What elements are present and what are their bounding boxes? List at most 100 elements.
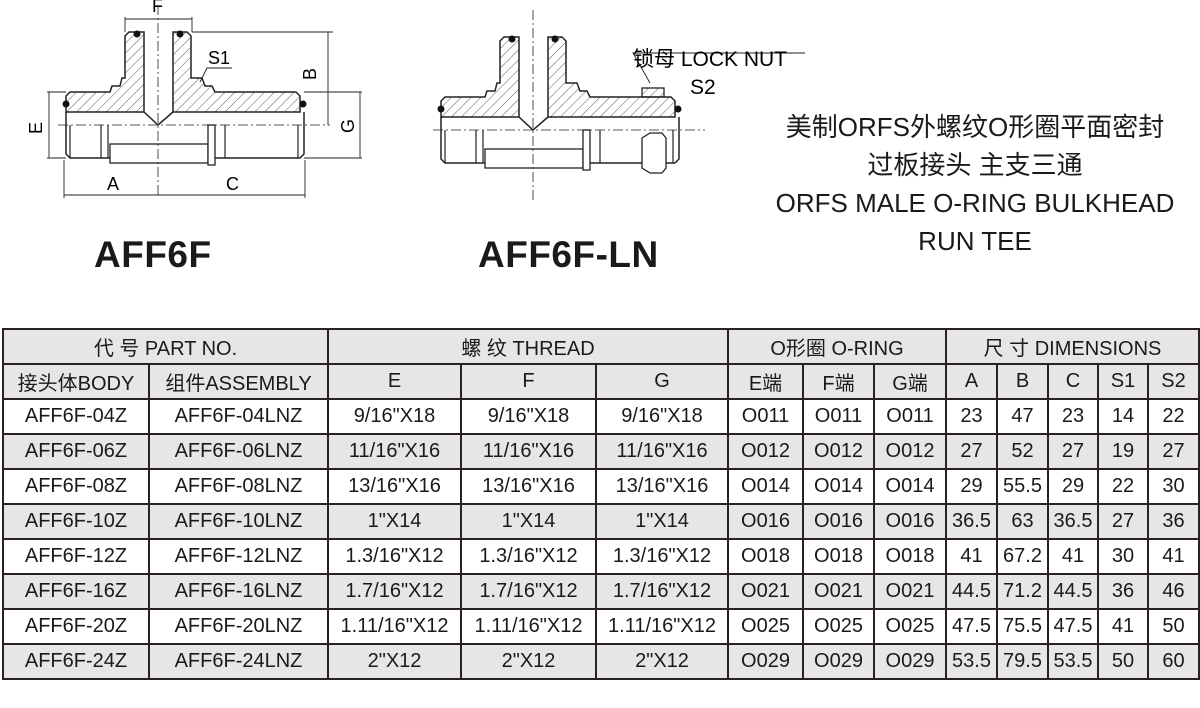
table-cell: 23 bbox=[945, 398, 998, 435]
table-cell: 30 bbox=[1147, 468, 1200, 505]
label-a: A bbox=[107, 174, 119, 194]
model-name-aff6f-ln: AFF6F-LN bbox=[478, 234, 659, 275]
table-cell: 9/16"X18 bbox=[327, 398, 462, 435]
lock-nut-label: 锁母 LOCK NUT bbox=[633, 48, 787, 71]
table-cell: O012 bbox=[802, 433, 875, 470]
table-cell: 13/16"X16 bbox=[595, 468, 729, 505]
table-cell: 9/16"X18 bbox=[460, 398, 597, 435]
table-cell: AFF6F-16Z bbox=[2, 573, 150, 610]
table-cell: AFF6F-20LNZ bbox=[148, 608, 329, 645]
table-cell: 29 bbox=[1047, 468, 1099, 505]
table-cell: 41 bbox=[1147, 538, 1200, 575]
table-cell: 11/16"X16 bbox=[595, 433, 729, 470]
title-en-line1: ORFS MALE O-RING BULKHEAD bbox=[775, 188, 1175, 218]
table-cell: 9/16"X18 bbox=[595, 398, 729, 435]
column-header: S1 bbox=[1097, 363, 1149, 400]
label-c: C bbox=[226, 174, 239, 194]
table-cell: O016 bbox=[727, 503, 804, 540]
table-cell: AFF6F-04Z bbox=[2, 398, 150, 435]
table-cell: AFF6F-08LNZ bbox=[148, 468, 329, 505]
title-zh-line2: 过板接头 主支三通 bbox=[867, 150, 1083, 180]
table-cell: O021 bbox=[727, 573, 804, 610]
table-cell: 1"X14 bbox=[595, 503, 729, 540]
table-cell: 47 bbox=[996, 398, 1049, 435]
table-cell: 79.5 bbox=[996, 643, 1049, 680]
table-cell: 19 bbox=[1097, 433, 1149, 470]
column-header: F bbox=[460, 363, 597, 400]
table-cell: 41 bbox=[1097, 608, 1149, 645]
column-header: B bbox=[996, 363, 1049, 400]
label-e: E bbox=[26, 122, 46, 134]
table-cell: AFF6F-06Z bbox=[2, 433, 150, 470]
header-dimensions: 尺 寸 DIMENSIONS bbox=[945, 328, 1200, 365]
table-cell: 1.7/16"X12 bbox=[460, 573, 597, 610]
table-cell: 27 bbox=[1047, 433, 1099, 470]
table-cell: 22 bbox=[1097, 468, 1149, 505]
table-cell: 36 bbox=[1147, 503, 1200, 540]
table-cell: O025 bbox=[802, 608, 875, 645]
drawing-aff6f: F S1 B G E A C bbox=[26, 0, 362, 198]
table-cell: 1"X14 bbox=[460, 503, 597, 540]
table-cell: O012 bbox=[873, 433, 947, 470]
header-oring: O形圈 O-RING bbox=[727, 328, 947, 365]
table-cell: AFF6F-24Z bbox=[2, 643, 150, 680]
column-header: C bbox=[1047, 363, 1099, 400]
table-cell: 52 bbox=[996, 433, 1049, 470]
table-cell: O029 bbox=[802, 643, 875, 680]
label-f: F bbox=[152, 0, 163, 16]
column-header: A bbox=[945, 363, 998, 400]
table-cell: O012 bbox=[727, 433, 804, 470]
table-cell: 30 bbox=[1097, 538, 1149, 575]
table-cell: O014 bbox=[873, 468, 947, 505]
table-cell: 50 bbox=[1097, 643, 1149, 680]
table-cell: 1.11/16"X12 bbox=[327, 608, 462, 645]
table-cell: O025 bbox=[873, 608, 947, 645]
table-cell: 53.5 bbox=[945, 643, 998, 680]
header-part-no: 代 号 PART NO. bbox=[2, 328, 329, 365]
table-cell: AFF6F-06LNZ bbox=[148, 433, 329, 470]
header-thread: 螺 纹 THREAD bbox=[327, 328, 729, 365]
table-cell: 71.2 bbox=[996, 573, 1049, 610]
table-cell: 1.3/16"X12 bbox=[460, 538, 597, 575]
table-cell: 22 bbox=[1147, 398, 1200, 435]
drawing-aff6f-ln bbox=[432, 9, 805, 201]
table-cell: 41 bbox=[945, 538, 998, 575]
table-cell: 1.7/16"X12 bbox=[327, 573, 462, 610]
table-cell: 1.11/16"X12 bbox=[595, 608, 729, 645]
table-cell: 1.3/16"X12 bbox=[595, 538, 729, 575]
table-cell: 63 bbox=[996, 503, 1049, 540]
table-cell: 11/16"X16 bbox=[460, 433, 597, 470]
table-cell: AFF6F-12LNZ bbox=[148, 538, 329, 575]
table-cell: 13/16"X16 bbox=[460, 468, 597, 505]
column-header: 组件ASSEMBLY bbox=[148, 363, 329, 400]
table-cell: AFF6F-04LNZ bbox=[148, 398, 329, 435]
group-header-row: 代 号 PART NO. 螺 纹 THREAD O形圈 O-RING 尺 寸 D… bbox=[2, 328, 1200, 365]
title-zh-line1: 美制ORFS外螺纹O形圈平面密封 bbox=[785, 112, 1165, 142]
model-name-aff6f: AFF6F bbox=[94, 234, 212, 275]
table-cell: 36.5 bbox=[1047, 503, 1099, 540]
table-cell: O018 bbox=[802, 538, 875, 575]
table-cell: 23 bbox=[1047, 398, 1099, 435]
column-header: G端 bbox=[873, 363, 947, 400]
table-cell: 46 bbox=[1147, 573, 1200, 610]
table-cell: 13/16"X16 bbox=[327, 468, 462, 505]
table-cell: 27 bbox=[1147, 433, 1200, 470]
table-cell: AFF6F-10Z bbox=[2, 503, 150, 540]
table-cell: O021 bbox=[873, 573, 947, 610]
table-cell: O029 bbox=[873, 643, 947, 680]
column-header: E bbox=[327, 363, 462, 400]
table-cell: 60 bbox=[1147, 643, 1200, 680]
table-cell: 1.11/16"X12 bbox=[460, 608, 597, 645]
table-cell: 47.5 bbox=[1047, 608, 1099, 645]
table-cell: 2"X12 bbox=[327, 643, 462, 680]
table-cell: AFF6F-10LNZ bbox=[148, 503, 329, 540]
table-cell: O016 bbox=[873, 503, 947, 540]
table-cell: 67.2 bbox=[996, 538, 1049, 575]
